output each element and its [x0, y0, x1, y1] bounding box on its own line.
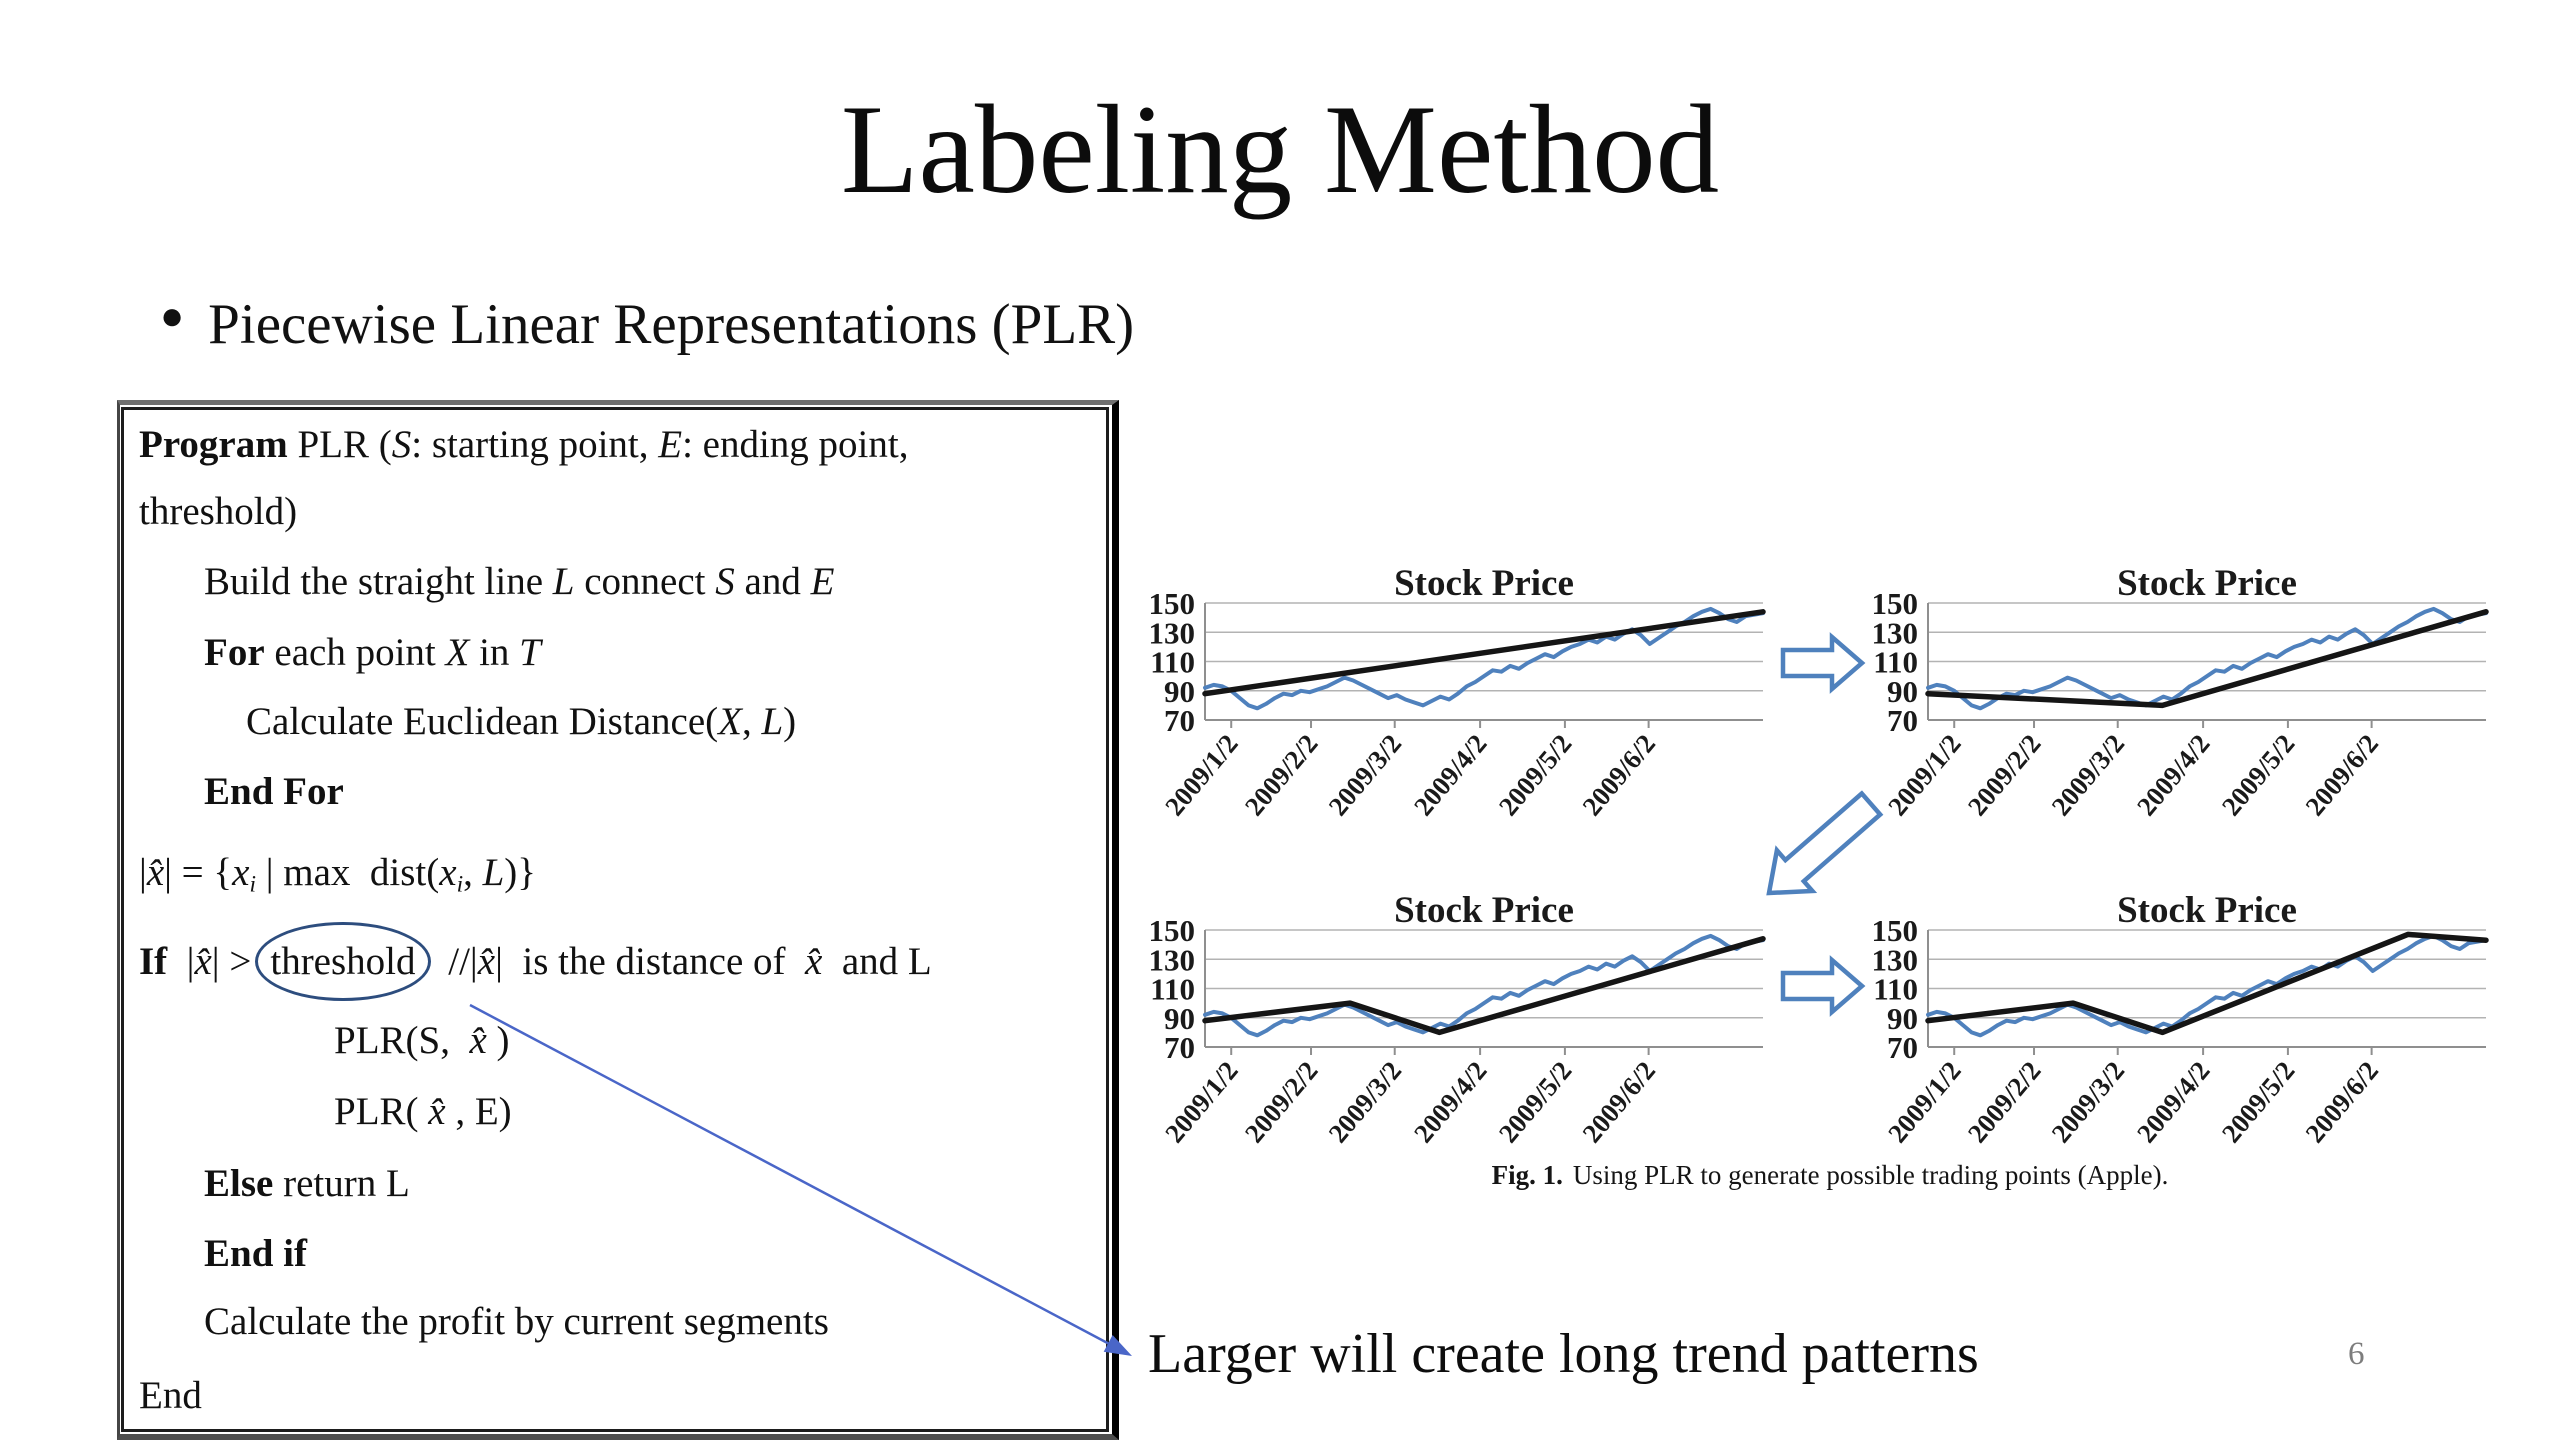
algo-line-12: End if — [204, 1232, 307, 1275]
chart-plr-step-2-ytick-label: 90 — [1887, 674, 1918, 709]
algo-line-11: Else return L — [204, 1162, 410, 1205]
chart-plr-step-2-xtick-label: 2009/2/2 — [1962, 729, 2047, 822]
chart-plr-step-4-trend-line — [1925, 931, 2489, 1036]
chart-plr-step-1-ytick-label: 90 — [1164, 674, 1195, 709]
algo-line-1: Program PLR (S: starting point, E: endin… — [139, 423, 909, 466]
chart-plr-step-2-ytick-label: 110 — [1873, 645, 1918, 680]
threshold-ellipse: threshold — [255, 922, 431, 1001]
chart-plr-step-4-xtick-label: 2009/4/2 — [2131, 1056, 2216, 1149]
chart-plr-step-3-xtick-label: 2009/6/2 — [1577, 1056, 1662, 1149]
algo-line-10: PLR( x̂ , E) — [334, 1090, 512, 1133]
chart-plr-step-3-ytick-label: 150 — [1149, 913, 1196, 948]
chart-plr-step-3-ytick-label: 90 — [1164, 1001, 1195, 1036]
chart-plr-step-1-xtick-label: 2009/5/2 — [1493, 729, 1578, 822]
chart-plr-step-3-xtick-label: 2009/2/2 — [1239, 1056, 1324, 1149]
algo-line-3: Build the straight line L connect S and … — [204, 560, 835, 603]
chart-plr-step-3-ytick-label: 70 — [1164, 1030, 1195, 1065]
chart-plr-step-2-ytick-label: 130 — [1872, 615, 1919, 650]
chart-plr-step-4-xtick-label: 2009/1/2 — [1882, 1056, 1967, 1149]
chart-plr-step-2-xtick-label: 2009/6/2 — [2300, 729, 2385, 822]
chart-plr-step-3-title: Stock Price — [1394, 890, 1574, 931]
chart-plr-step-4-ytick-label: 130 — [1872, 942, 1919, 977]
chart-plr-step-2-trend-line — [1925, 609, 2489, 709]
algo-line-6: End For — [204, 770, 344, 813]
algo-line-9: PLR(S, x̂ ) — [334, 1019, 510, 1062]
chart-plr-step-1-xtick-label: 2009/1/2 — [1159, 729, 1244, 822]
bullet-row: ● Piecewise Linear Representations (PLR) — [160, 292, 1134, 357]
chart-plr-step-1-trend-line — [1202, 609, 1766, 697]
chart-plr-step-4-xtick-label: 2009/3/2 — [2046, 1056, 2131, 1149]
page-title: Labeling Method — [840, 80, 1720, 220]
chart-plr-step-4-ytick-label: 150 — [1872, 913, 1919, 948]
figure-caption-text: Using PLR to generate possible trading p… — [1572, 1160, 2169, 1190]
algo-line-5: Calculate Euclidean Distance(X, L) — [246, 700, 797, 743]
bullet-icon: ● — [160, 293, 185, 338]
chart-plr-step-4-ytick-label: 110 — [1873, 972, 1918, 1007]
chart-plr-step-1-xtick-label: 2009/2/2 — [1239, 729, 1324, 822]
chart-plr-step-2-price-line — [1926, 606, 2488, 711]
algorithm-box: Program PLR (S: starting point, E: endin… — [117, 400, 1119, 1440]
algo-line-4: For each point X in T — [204, 631, 541, 674]
chart-plr-step-3-xtick-label: 2009/4/2 — [1408, 1056, 1493, 1149]
figure-caption: Fig. 1. Using PLR to generate possible tr… — [1440, 1160, 2220, 1191]
chart-plr-step-1-title: Stock Price — [1394, 563, 1574, 604]
chart-plr-step-1-price-line — [1203, 606, 1765, 711]
algo-line-13: Calculate the profit by current segments — [204, 1300, 829, 1343]
chart-plr-step-2-xtick-label: 2009/1/2 — [1882, 729, 1967, 822]
algo-line-7: |x̂| = {xi | max dist(xi, L)} — [139, 851, 536, 898]
chart-plr-step-4-price-line — [1926, 933, 2488, 1038]
chart-plr-step-3-ytick-label: 110 — [1150, 972, 1195, 1007]
chart-plr-step-2-xtick-label: 2009/5/2 — [2216, 729, 2301, 822]
bullet-text: Piecewise Linear Representations (PLR) — [208, 293, 1135, 356]
chart-plr-step-3-price-line — [1203, 933, 1765, 1038]
chart-plr-step-1-xtick-label: 2009/4/2 — [1408, 729, 1493, 822]
chart-plr-step-1-xtick-label: 2009/6/2 — [1577, 729, 1662, 822]
arrow-diagonal-icon — [1766, 790, 1884, 896]
figure-caption-label: Fig. 1. — [1491, 1160, 1563, 1190]
chart-plr-step-2-xtick-label: 2009/4/2 — [2131, 729, 2216, 822]
chart-plr-step-2-ytick-label: 70 — [1887, 703, 1918, 738]
annotation-note: Larger will create long trend patterns — [1148, 1323, 1979, 1385]
chart-plr-step-4-ytick-label: 70 — [1887, 1030, 1918, 1065]
algo-line-8: If |x̂| >threshold //|x̂| is the distanc… — [139, 918, 1106, 1006]
chart-plr-step-1-ytick-label: 70 — [1164, 703, 1195, 738]
algo-line-14: End — [139, 1374, 202, 1417]
chart-plr-step-2-ytick-label: 150 — [1872, 586, 1919, 621]
chart-plr-step-3-trend-line — [1202, 936, 1766, 1036]
chart-plr-step-4-xtick-label: 2009/2/2 — [1962, 1056, 2047, 1149]
chart-plr-step-3-xtick-label: 2009/3/2 — [1323, 1056, 1408, 1149]
chart-plr-step-4-xtick-label: 2009/6/2 — [2300, 1056, 2385, 1149]
chart-plr-step-4-title: Stock Price — [2117, 890, 2297, 931]
arrow-right-bottom-icon — [1780, 955, 1866, 1017]
chart-plr-step-1-ytick-label: 110 — [1150, 645, 1195, 680]
chart-plr-step-2-title: Stock Price — [2117, 563, 2297, 604]
algo-line-2: threshold) — [139, 490, 298, 533]
chart-plr-step-4-xtick-label: 2009/5/2 — [2216, 1056, 2301, 1149]
algorithm-lines: Program PLR (S: starting point, E: endin… — [121, 407, 1109, 1432]
page-number: 6 — [2348, 1336, 2365, 1372]
chart-plr-step-4-ytick-label: 90 — [1887, 1001, 1918, 1036]
chart-plr-step-3-ytick-label: 130 — [1149, 942, 1196, 977]
chart-plr-step-1-ytick-label: 150 — [1149, 586, 1196, 621]
chart-plr-step-1-ytick-label: 130 — [1149, 615, 1196, 650]
chart-plr-step-1-xtick-label: 2009/3/2 — [1323, 729, 1408, 822]
chart-plr-step-3-xtick-label: 2009/5/2 — [1493, 1056, 1578, 1149]
chart-plr-step-2-xtick-label: 2009/3/2 — [2046, 729, 2131, 822]
chart-plr-step-3-xtick-label: 2009/1/2 — [1159, 1056, 1244, 1149]
arrow-right-top-icon — [1780, 632, 1866, 694]
